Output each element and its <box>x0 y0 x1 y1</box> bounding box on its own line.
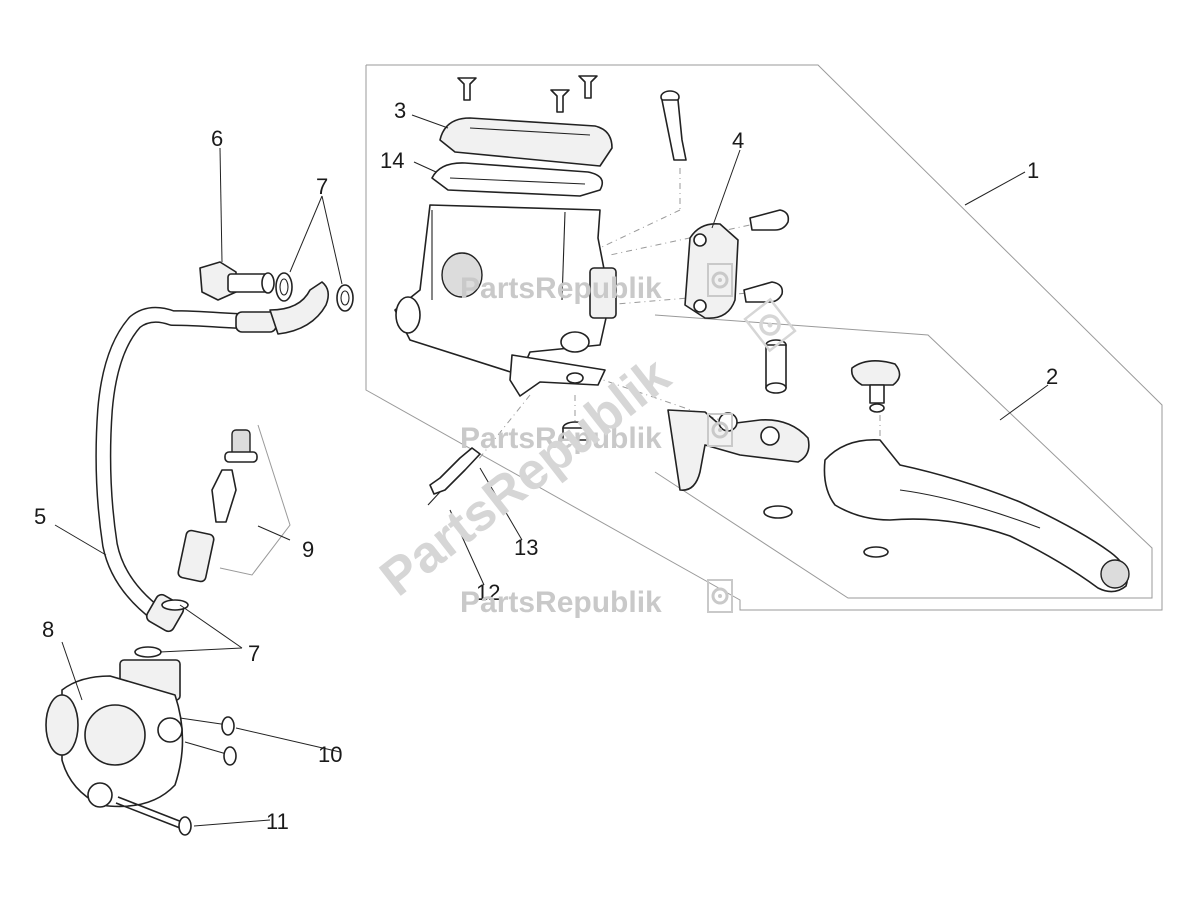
slave-cylinder-bolt-b <box>184 741 237 766</box>
reservoir-cover <box>439 117 613 167</box>
pushrod <box>427 447 481 506</box>
clutch-slave-cylinder <box>45 659 184 808</box>
gear-icon <box>743 297 797 353</box>
callout-5: 5 <box>34 504 46 529</box>
sealing-washer-top-a <box>275 272 293 302</box>
callout-11: 11 <box>266 809 289 834</box>
callout-6: 6 <box>211 126 223 151</box>
lever-bracket <box>667 409 810 491</box>
master-cylinder-body <box>394 204 617 397</box>
master-cylinder-clamp-bolt <box>660 90 687 161</box>
watermark-text-middle: PartsRepublik <box>460 422 662 455</box>
callout-10: 10 <box>318 742 342 767</box>
gear-icon <box>707 263 733 297</box>
assembly-frame-1 <box>365 64 1163 611</box>
callout-7-bottom: 7 <box>248 641 260 666</box>
lever-adjuster <box>850 360 901 413</box>
watermark-bottom: PartsRepublik <box>460 579 733 619</box>
watermark-text-bottom: PartsRepublik <box>460 586 662 619</box>
slave-cylinder-bolt-a <box>179 716 235 736</box>
reservoir-gasket <box>431 162 604 197</box>
sealing-washer-bottom-b <box>134 646 162 658</box>
assembly-frame-2 <box>654 314 1153 599</box>
watermark-text-top: PartsRepublik <box>460 272 662 305</box>
leader-lines <box>54 114 1049 827</box>
assembly-frame-9 <box>219 424 291 576</box>
callout-7-top: 7 <box>316 174 328 199</box>
callout-4: 4 <box>732 128 744 153</box>
bleeder-kit <box>177 429 258 583</box>
banjo-bolt <box>199 261 275 301</box>
circlip-a <box>763 505 793 519</box>
clamp-screw-a <box>749 209 790 231</box>
callout-13: 13 <box>514 535 538 560</box>
sealing-washer-top-b <box>336 284 354 312</box>
callout-8: 8 <box>42 617 54 642</box>
pivot-pin <box>765 339 787 394</box>
callout-12: 12 <box>476 580 500 605</box>
watermark-middle: PartsRepublik <box>460 413 733 455</box>
callout-labels: 1 2 3 4 5 6 7 7 8 9 10 11 12 13 14 <box>34 98 1058 834</box>
reservoir-screws <box>457 75 598 113</box>
watermark-top: PartsRepublik <box>460 263 733 305</box>
callout-9: 9 <box>302 537 314 562</box>
handlebar-clamp <box>684 222 739 319</box>
circlip-b <box>863 546 889 558</box>
slave-cylinder-long-bolt <box>115 796 192 836</box>
gear-icon <box>707 579 733 613</box>
brake-hose <box>95 281 330 633</box>
sealing-washer-bottom-a <box>161 599 189 611</box>
clutch-lever <box>823 439 1130 593</box>
gear-icon <box>707 413 733 447</box>
pushrod-bushing <box>562 421 588 441</box>
clamp-screw-b <box>743 281 784 303</box>
callout-3: 3 <box>394 98 406 123</box>
callout-14: 14 <box>380 148 404 173</box>
callout-1: 1 <box>1027 158 1039 183</box>
callout-2: 2 <box>1046 364 1058 389</box>
